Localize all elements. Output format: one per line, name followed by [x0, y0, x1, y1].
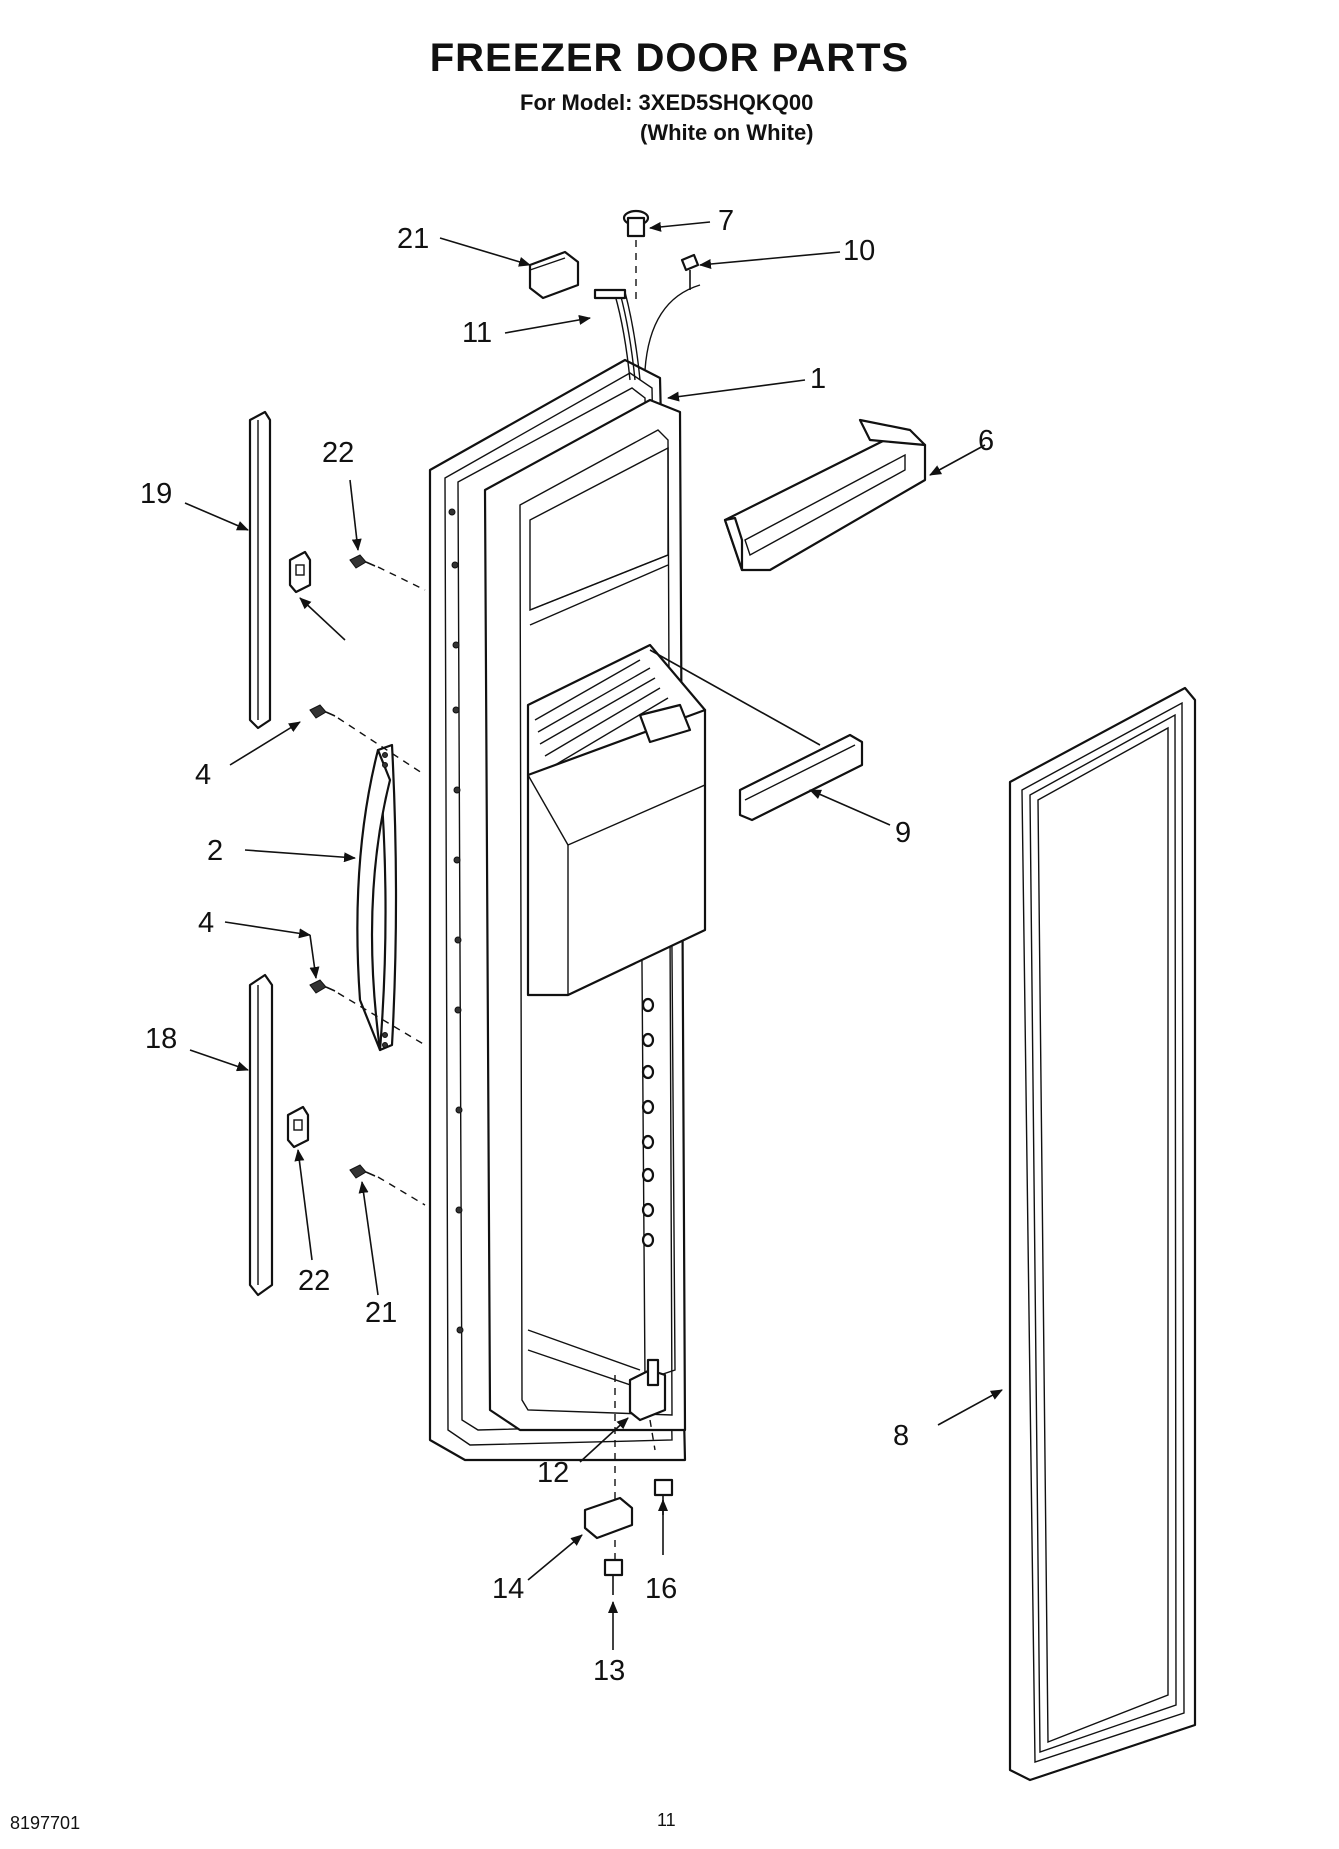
- callout-11: 11: [462, 317, 492, 349]
- trim-strip: [649, 649, 864, 822]
- page-title: FREEZER DOOR PARTS: [429, 36, 910, 80]
- callout-4-lower: 4: [198, 907, 214, 939]
- screw-4-upper: [309, 704, 426, 776]
- plug-7: [622, 209, 650, 305]
- screw-16: [653, 1478, 674, 1515]
- door-panel: [428, 358, 707, 1462]
- screw-21-lower: [349, 1164, 426, 1206]
- callout-22-lower: 22: [298, 1265, 330, 1297]
- hinge-12: [614, 1358, 667, 1520]
- callout-labels: 21 7 10 11 1 6 22 19 4 2 4 18 9 22 21 8 …: [140, 205, 994, 1687]
- callout-9: 9: [895, 817, 911, 849]
- leader-lines: [184, 221, 1003, 1650]
- door-bin: [723, 418, 927, 572]
- callout-1: 1: [810, 363, 826, 395]
- screw-10: [680, 253, 700, 290]
- callout-2: 2: [207, 835, 223, 867]
- callout-21-upper: 22: [322, 437, 354, 469]
- color-note: (White on White): [640, 120, 814, 145]
- callout-7: 7: [718, 205, 734, 237]
- screw-13: [603, 1558, 624, 1595]
- handle-trim-upper: [248, 410, 272, 730]
- callout-6: 6: [978, 425, 994, 457]
- screw-4-lower: [309, 979, 426, 1046]
- screw-21-upper: [349, 554, 426, 591]
- door-right-holes: [641, 997, 655, 1248]
- trim-clip-lower: [286, 1105, 310, 1149]
- callout-21-lower: 21: [365, 1297, 397, 1329]
- callout-10: 10: [843, 235, 875, 267]
- door-gasket: [1008, 686, 1197, 1782]
- door-handle: [356, 743, 398, 1052]
- handle-trim-lower: [248, 973, 274, 1297]
- callout-8: 8: [893, 1420, 909, 1452]
- switch-19: [528, 250, 580, 300]
- callout-12: 12: [537, 1457, 569, 1489]
- callout-18: 18: [145, 1023, 177, 1055]
- callout-17: 19: [140, 478, 172, 510]
- callout-14: 14: [492, 1573, 524, 1605]
- wire-harness: [593, 284, 701, 381]
- callout-4-upper: 4: [195, 759, 211, 791]
- trim-clip-upper: [288, 550, 312, 594]
- model-number: For Model: 3XED5SHQKQ00: [520, 90, 814, 115]
- page-number: 11: [657, 1810, 676, 1830]
- document-number: 8197701: [10, 1813, 81, 1833]
- callout-13: 13: [593, 1655, 625, 1687]
- callout-19: 21: [397, 223, 429, 255]
- bracket-14: [583, 1496, 634, 1560]
- callout-16: 16: [645, 1573, 677, 1605]
- door-screw-holes: [448, 508, 464, 1334]
